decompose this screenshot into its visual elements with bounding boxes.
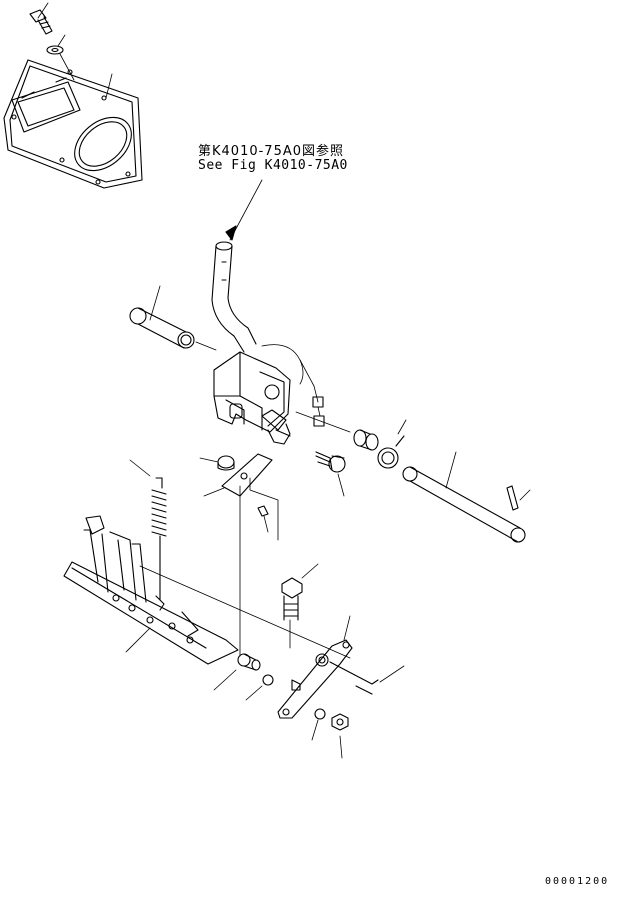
- hex-nut: [331, 713, 349, 731]
- washer-part: [46, 45, 64, 55]
- stud-bolt: [237, 653, 261, 671]
- hex-bolt: [281, 577, 303, 621]
- spring-washer: [262, 674, 274, 686]
- split-pin: [257, 505, 269, 533]
- sleeve-tube: [129, 307, 195, 349]
- bolt: [315, 451, 346, 473]
- flat-washer: [314, 708, 326, 720]
- bracket: [221, 453, 273, 497]
- return-spring: [151, 477, 167, 601]
- nut: [217, 455, 235, 471]
- reference-label-english: See Fig K4010-75A0: [198, 158, 348, 173]
- shift-lever: [211, 241, 257, 353]
- lever-switch: [261, 344, 325, 427]
- bushing: [353, 429, 379, 451]
- collar: [377, 435, 405, 469]
- lever-housing: [213, 351, 291, 445]
- linkage-arm: [277, 639, 353, 719]
- shaft: [402, 466, 526, 543]
- cover-plate: [3, 59, 143, 189]
- figure-code: 00001200: [545, 876, 610, 887]
- screw-part: [29, 9, 53, 35]
- mounting-plate: [63, 515, 239, 665]
- reference-label-japanese: 第K4010-75A0図参照: [198, 144, 345, 159]
- pin: [506, 485, 519, 511]
- link-rod: [329, 661, 379, 695]
